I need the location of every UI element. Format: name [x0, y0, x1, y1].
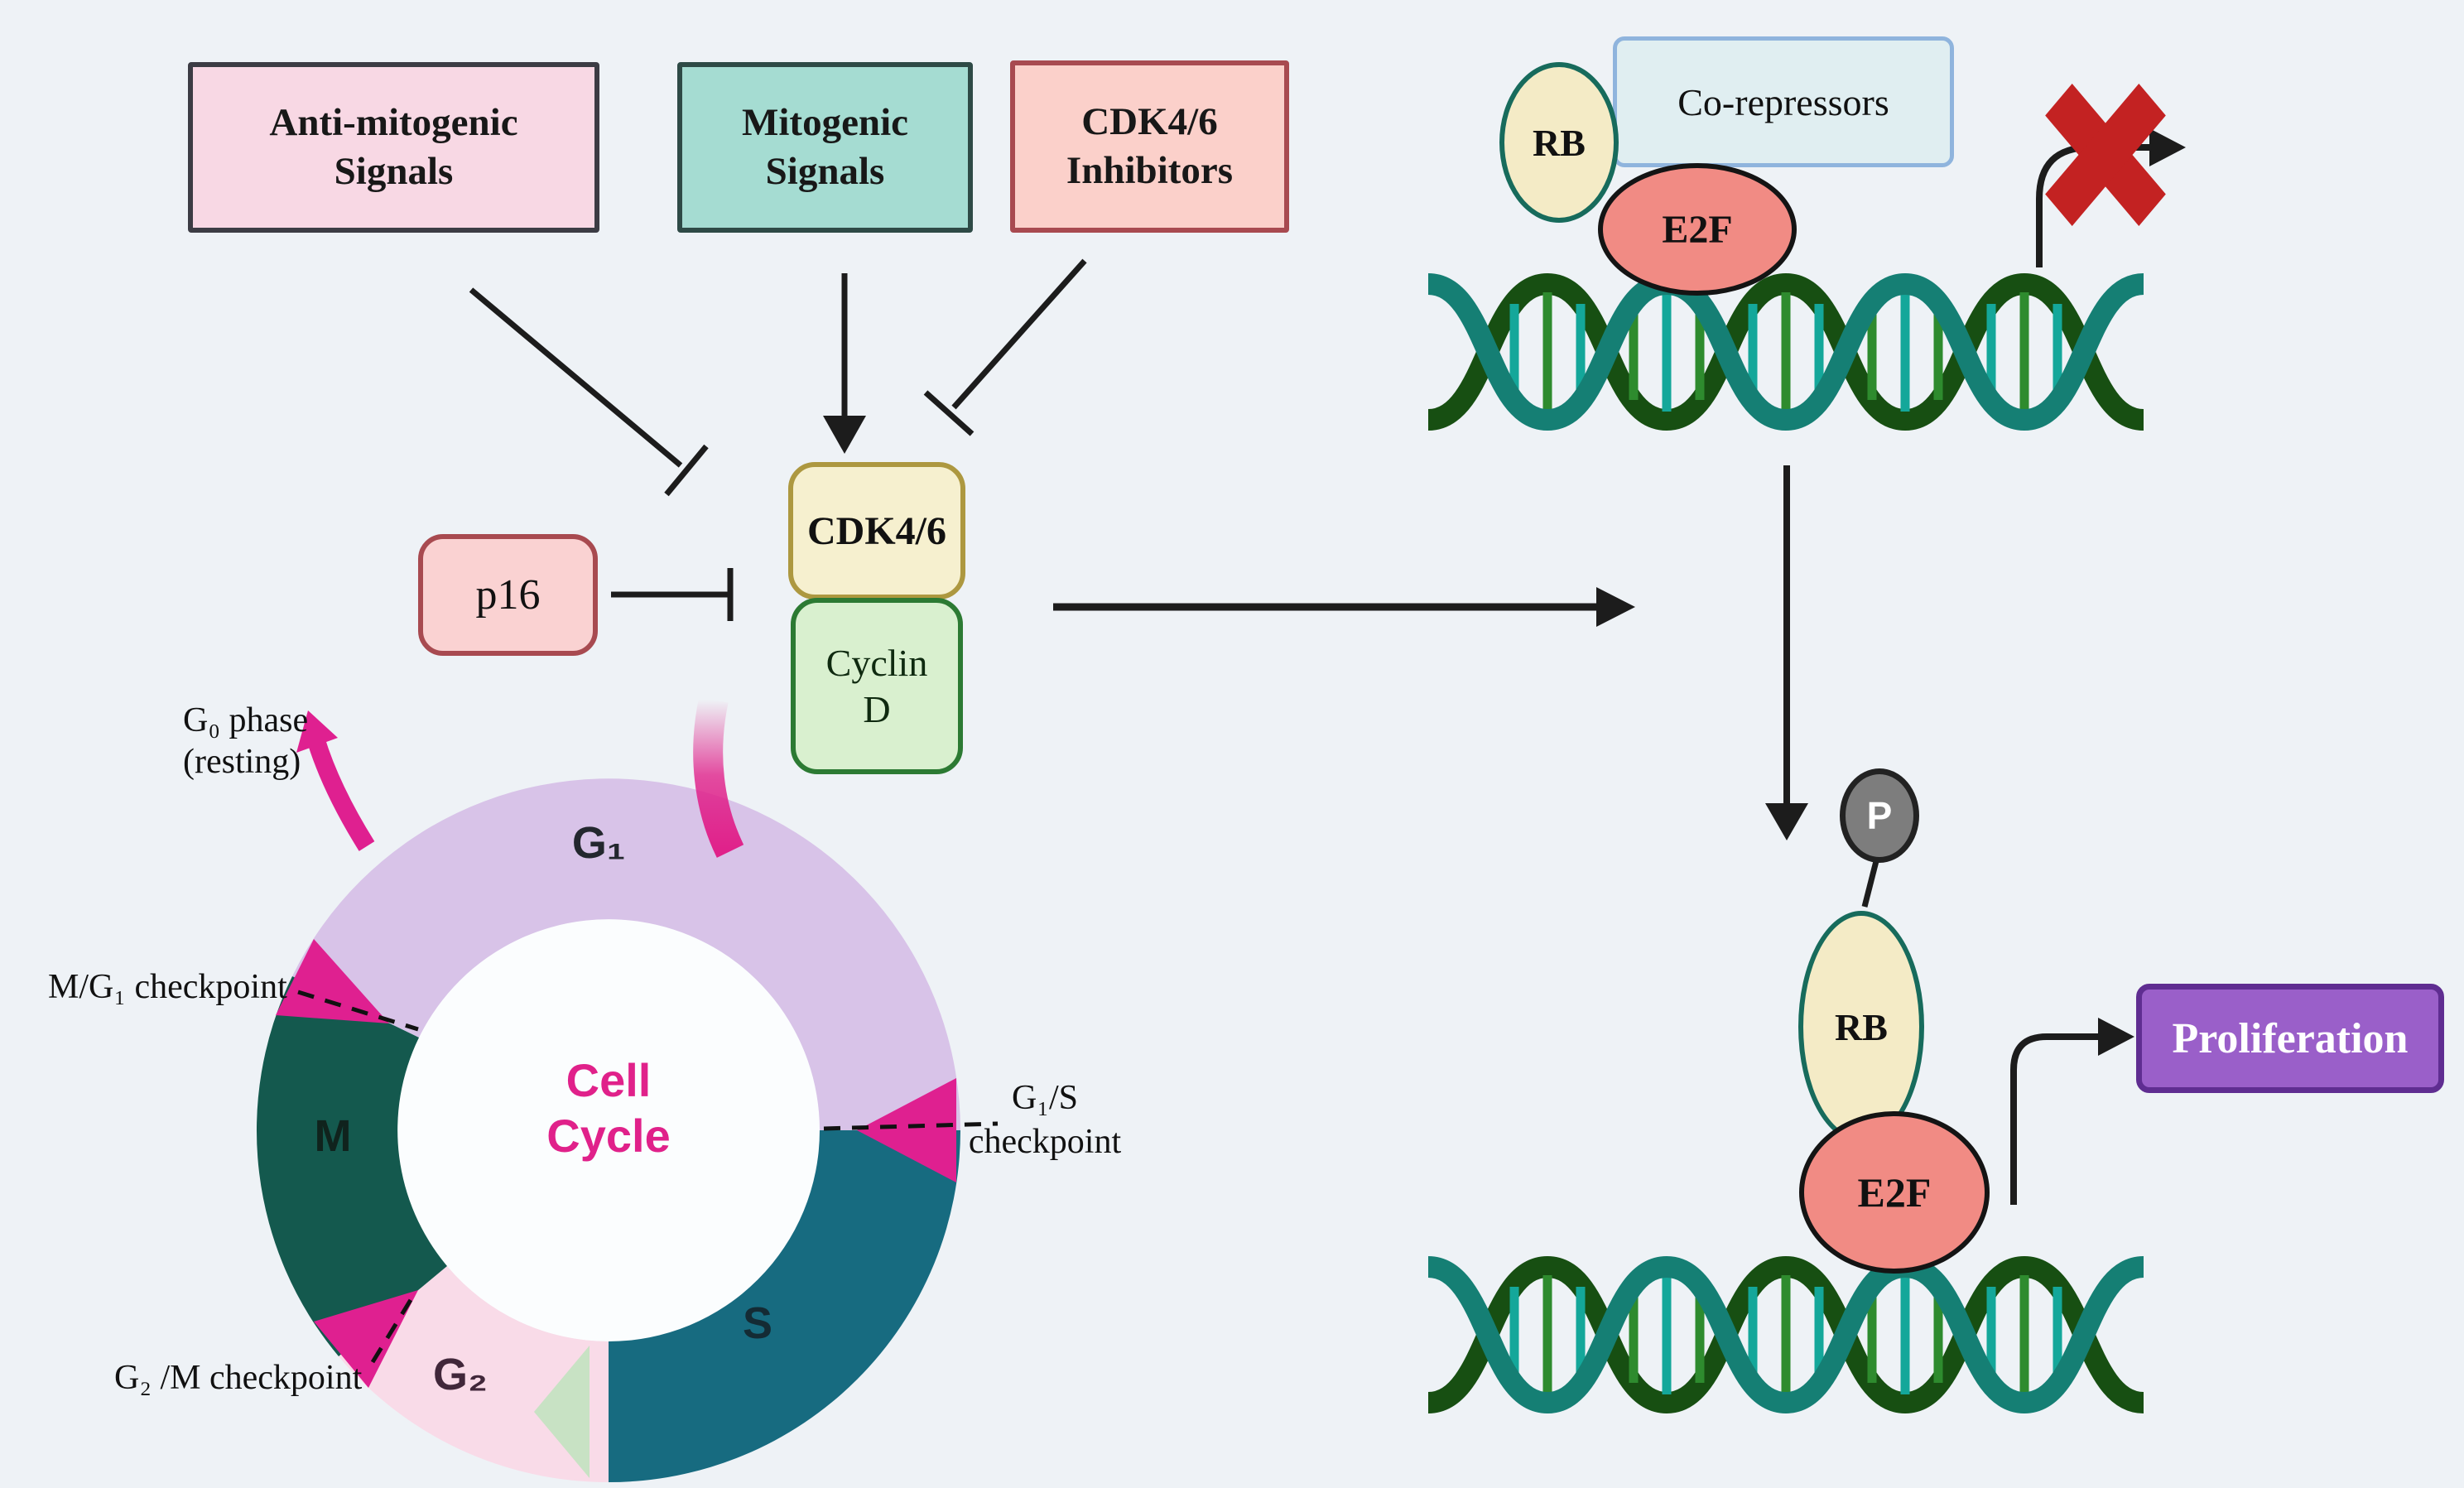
cyclind-to-g1-swoosh	[693, 696, 744, 858]
phase-g2-segment	[339, 1266, 609, 1483]
phosphate-rb-connector	[1861, 860, 1879, 908]
g2-m-checkpoint-label: G₂ /M checkpoint	[114, 1359, 363, 1397]
cdk46-inhibitors-box: CDK4/6 Inhibitors	[1010, 60, 1289, 233]
e2f-repressed-node: E2F	[1598, 163, 1797, 296]
anti-mitogenic-inhibit-line	[469, 287, 683, 468]
dna-strand-teal	[1427, 272, 2145, 431]
e2f-active-node: E2F	[1799, 1111, 1990, 1274]
proliferation-box: Proliferation	[2136, 984, 2444, 1093]
g0-phase-label: G₀ phase (resting)	[183, 701, 309, 782]
cdk46-node: CDK4/6	[788, 462, 965, 600]
cyclin-d-node: Cyclin D	[791, 598, 963, 774]
dna-strand-green	[1427, 1255, 2145, 1414]
m-g1-checkpoint-label: M/G₁ checkpoint	[48, 968, 287, 1006]
complex-to-rb-arrow	[1053, 587, 1635, 627]
g2-m-checkpoint-wedge	[314, 1290, 418, 1388]
phase-label-m: M	[314, 1111, 352, 1161]
ring-hole	[397, 919, 820, 1341]
mitogenic-arrowhead-icon	[823, 416, 866, 454]
cell-cycle-ring	[256, 778, 999, 1483]
anti-mitogenic-tbar-icon	[664, 444, 709, 497]
phase-label-g1: G₁	[571, 818, 626, 868]
phase-label-g2: G₂	[433, 1350, 488, 1399]
signal-arrows	[469, 258, 1087, 621]
phase-m-segment	[256, 976, 447, 1356]
g2-m-checkpoint-dash	[370, 1290, 418, 1364]
p16-node: p16	[418, 534, 598, 656]
m-g1-checkpoint-dash	[297, 990, 419, 1032]
rb-repressed-node: RB	[1499, 62, 1619, 223]
m-g1-checkpoint-wedge	[276, 939, 389, 1023]
g0-exit-arrow	[296, 710, 375, 851]
cell-cycle-title: Cell Cycle	[546, 1053, 671, 1162]
rb-phosphorylated-node: RB	[1798, 911, 1924, 1143]
inhibitor-tbar-icon	[923, 390, 975, 436]
phase-g1-segment	[292, 778, 960, 1130]
phase-label-s: S	[742, 1298, 773, 1348]
transcription-to-proliferation-arrow	[2010, 1018, 2134, 1205]
g1-s-checkpoint-wedge	[857, 1078, 956, 1182]
dna-strand-teal	[1427, 1255, 2145, 1414]
g1-s-checkpoint-label: G₁/S checkpoint	[968, 1079, 1122, 1161]
g1-s-checkpoint-dash	[823, 1121, 999, 1131]
dna-strand-green	[1427, 272, 2145, 431]
phosphate-node: P	[1840, 768, 1919, 863]
phase-s-segment	[609, 1130, 960, 1482]
anti-mitogenic-signals-box: Anti-mitogenic Signals	[188, 62, 599, 233]
corepressors-box: Co-repressors	[1613, 36, 1954, 167]
dna-helix-active	[1427, 1255, 2145, 1414]
dna-helix-repressed	[1427, 272, 2145, 431]
s-g2-direction-wedge	[534, 1346, 590, 1478]
inhibitor-inhibit-line	[951, 258, 1087, 410]
mitogenic-signals-box: Mitogenic Signals	[677, 62, 973, 233]
repressed-to-phospho-arrow	[1765, 465, 1808, 840]
blocked-transcription-x-icon	[2045, 84, 2166, 226]
